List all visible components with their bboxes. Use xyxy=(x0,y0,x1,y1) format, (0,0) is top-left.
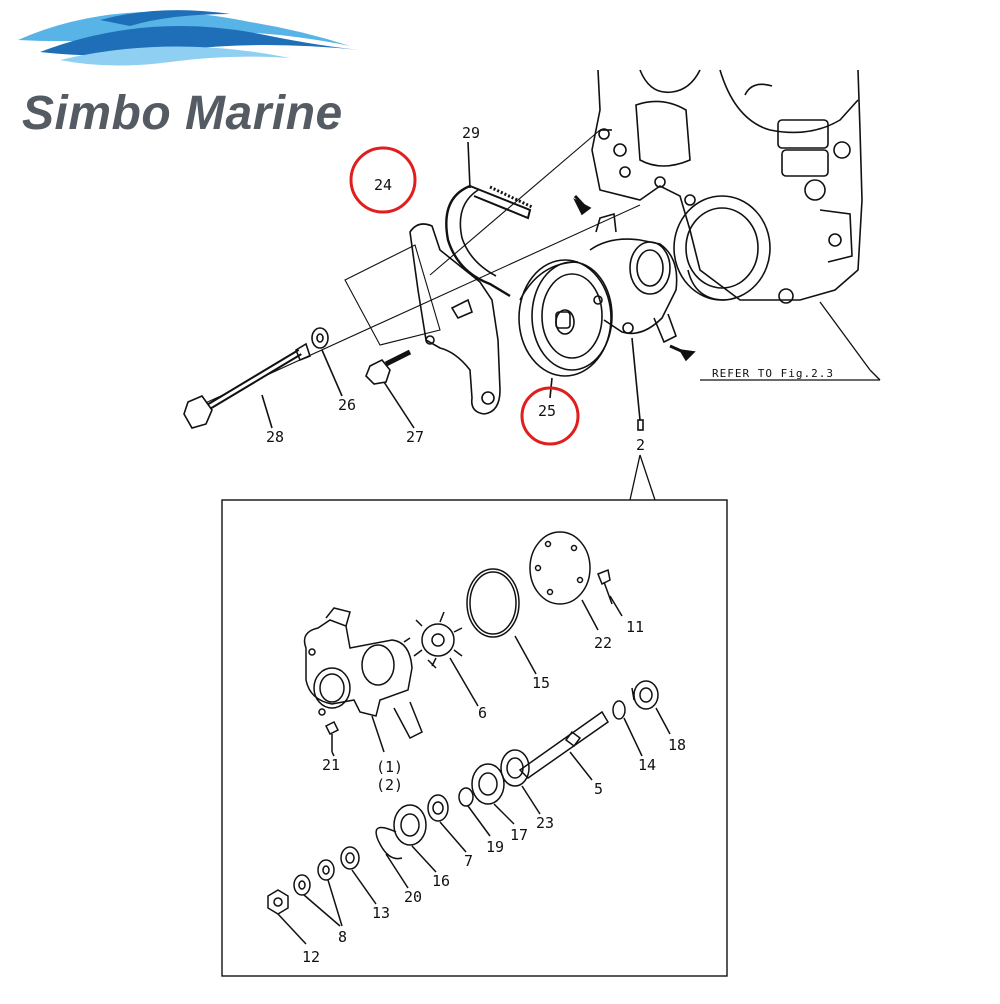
label-part-24: 24 xyxy=(374,176,392,194)
brand-logo-text: Simbo Marine xyxy=(22,87,343,140)
label-part-11: 11 xyxy=(626,618,644,636)
label-part-16: 16 xyxy=(432,872,450,890)
label-part-15: 15 xyxy=(532,674,550,692)
label-part-18: 18 xyxy=(668,736,686,754)
label-part-29: 29 xyxy=(462,124,480,142)
top-assembly xyxy=(183,129,696,431)
engine-block xyxy=(591,69,863,304)
label-part-21: 21 xyxy=(322,756,340,774)
highlight-circle-24 xyxy=(349,146,417,214)
label-part-7: 7 xyxy=(464,852,473,870)
label-part-27: 27 xyxy=(406,428,424,446)
label-part-8: 8 xyxy=(338,928,347,946)
label-part-28: 28 xyxy=(266,428,284,446)
label-part-26: 26 xyxy=(338,396,356,414)
inset-callout xyxy=(629,454,656,501)
label-part-17: 17 xyxy=(510,826,528,844)
label-part-14: 14 xyxy=(638,756,656,774)
label-part-1: (1) xyxy=(376,758,403,776)
label-part-22: 22 xyxy=(594,634,612,652)
reference-note: REFER TO Fig.2.3 xyxy=(712,367,834,380)
label-part-20: 20 xyxy=(404,888,422,906)
label-part-12: 12 xyxy=(302,948,320,966)
label-part-13: 13 xyxy=(372,904,390,922)
label-part-5: 5 xyxy=(594,780,603,798)
inset-frame xyxy=(221,499,728,977)
label-part-19: 19 xyxy=(486,838,504,856)
highlight-circle-25 xyxy=(520,386,580,446)
label-part-1-variant: (2) xyxy=(376,776,403,794)
inset-exploded-view xyxy=(267,531,671,945)
reference-leader xyxy=(700,301,881,381)
label-part-23: 23 xyxy=(536,814,554,832)
label-part-25: 25 xyxy=(538,402,556,420)
logo-waves xyxy=(18,10,360,66)
label-part-2: 2 xyxy=(636,436,645,454)
label-part-6: 6 xyxy=(478,704,487,722)
